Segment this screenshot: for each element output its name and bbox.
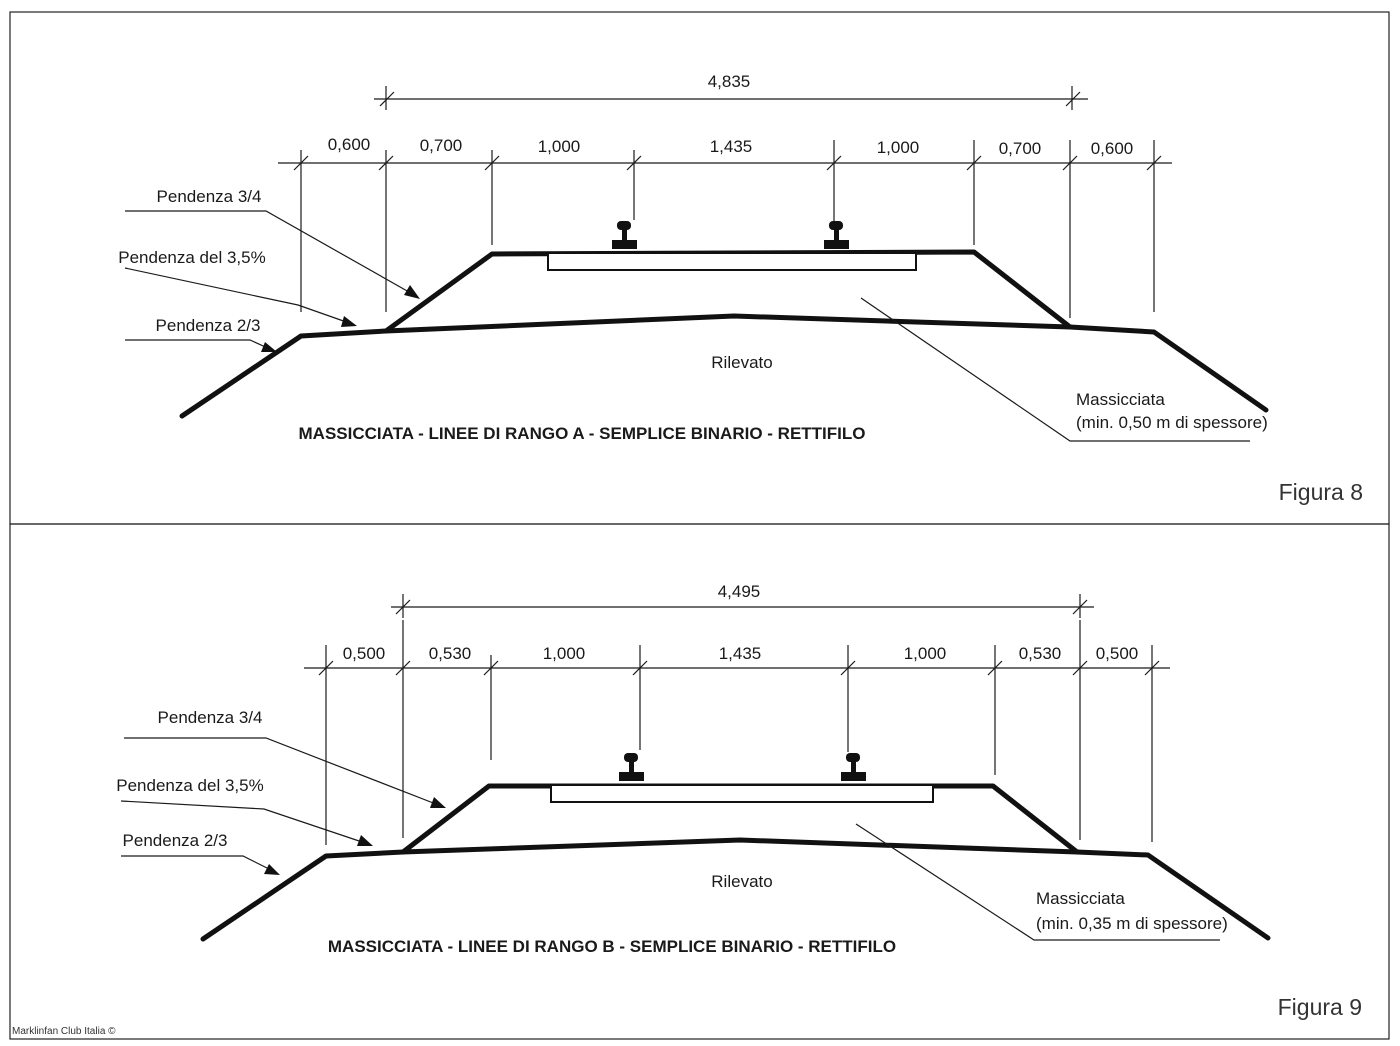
segment-label: 1,000 bbox=[538, 137, 581, 156]
leader-line bbox=[125, 210, 417, 297]
slope-label-mid: Pendenza del 3,5% bbox=[118, 248, 265, 267]
total-dimension-label: 4,495 bbox=[718, 582, 761, 601]
slope-label-mid: Pendenza del 3,5% bbox=[116, 776, 263, 795]
segment-label: 0,500 bbox=[1096, 644, 1139, 663]
fill-label: Rilevato bbox=[711, 872, 772, 891]
segment-label: 0,700 bbox=[999, 139, 1042, 158]
ballast-label-line1: Massicciata bbox=[1036, 889, 1125, 908]
rail-icon bbox=[612, 221, 637, 249]
sleeper bbox=[547, 252, 917, 271]
leader-line bbox=[124, 737, 442, 807]
embankment-outline bbox=[179, 313, 1269, 419]
figure-title: MASSICCIATA - LINEE DI RANGO A - SEMPLIC… bbox=[299, 424, 866, 443]
segment-label: 1,000 bbox=[877, 138, 920, 157]
figure-9-frame bbox=[9, 523, 1390, 1040]
segment-label: 1,435 bbox=[710, 137, 753, 156]
slope-label-top: Pendenza 3/4 bbox=[157, 187, 262, 206]
segment-label: 0,530 bbox=[429, 644, 472, 663]
ballast-label-line1: Massicciata bbox=[1076, 390, 1165, 409]
rail-icon bbox=[824, 221, 849, 249]
figure-8: 4,835 0,600 0,700 1,000 1,435 1,000 0,70… bbox=[118, 72, 1363, 505]
segment-label: 0,530 bbox=[1019, 644, 1062, 663]
figure-9: 4,495 0,500 0,530 1,000 1,435 1,000 0,53… bbox=[116, 582, 1362, 1020]
segment-label: 1,435 bbox=[719, 644, 762, 663]
segment-label: 1,000 bbox=[543, 644, 586, 663]
segment-label: 0,700 bbox=[420, 136, 463, 155]
slope-label-low: Pendenza 2/3 bbox=[156, 316, 261, 335]
rail-icon bbox=[619, 753, 644, 781]
sleeper bbox=[550, 784, 934, 803]
ballast-label-line2: (min. 0,35 m di spessore) bbox=[1036, 914, 1228, 933]
segment-label: 0,600 bbox=[1091, 139, 1134, 158]
rail-icon bbox=[841, 753, 866, 781]
embankment-outline bbox=[200, 837, 1271, 942]
watermark: Marklinfan Club Italia © bbox=[12, 1026, 116, 1037]
slope-label-low: Pendenza 2/3 bbox=[123, 831, 228, 850]
slope-label-top: Pendenza 3/4 bbox=[158, 708, 263, 727]
segment-label: 0,600 bbox=[328, 135, 371, 154]
segment-label: 0,500 bbox=[343, 644, 386, 663]
total-dimension-label: 4,835 bbox=[708, 72, 751, 91]
figure-label: Figura 9 bbox=[1278, 994, 1362, 1020]
figure-title: MASSICCIATA - LINEE DI RANGO B - SEMPLIC… bbox=[328, 937, 896, 956]
segment-label: 1,000 bbox=[904, 644, 947, 663]
ballast-label-line2: (min. 0,50 m di spessore) bbox=[1076, 413, 1268, 432]
fill-label: Rilevato bbox=[711, 353, 772, 372]
figure-label: Figura 8 bbox=[1279, 479, 1363, 505]
